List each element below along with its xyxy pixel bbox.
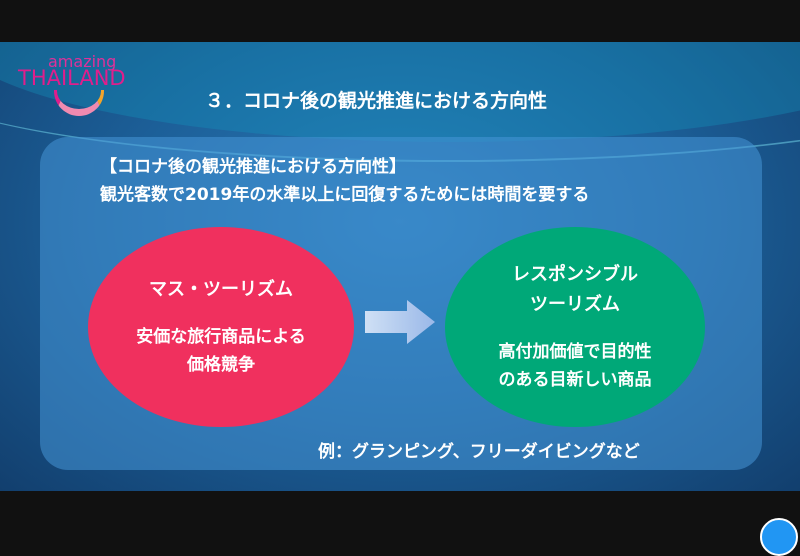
mass-tourism-circle: マス・ツーリズム 安価な旅行商品による 価格競争: [88, 227, 354, 427]
logo-amazing: amazing: [48, 52, 117, 71]
responsible-tourism-circle: レスポンシブル ツーリズム 高付加価値で目的性 のある目新しい商品: [445, 227, 705, 427]
section-heading: 【コロナ後の観光推進における方向性】: [100, 157, 406, 177]
presentation-slide: amazing THAILAND ３．コロナ後の観光推進における方向性 【コロナ…: [0, 42, 800, 491]
mass-tourism-text: 価格競争: [187, 355, 255, 375]
responsible-tourism-text: 高付加価値で目的性: [498, 342, 652, 362]
logo-smile-icon: [54, 90, 104, 116]
logo-thailand: THAILAND: [18, 66, 126, 90]
responsible-tourism-heading: レスポンシブル: [512, 264, 638, 285]
mass-tourism-heading: マス・ツーリズム: [149, 279, 293, 300]
example-text: 例：グランピング、フリーダイビングなど: [318, 442, 640, 462]
amazing-thailand-logo: amazing THAILAND: [18, 52, 138, 122]
slide-title: ３．コロナ後の観光推進における方向性: [205, 90, 548, 112]
section-subheading: 観光客数で2019年の水準以上に回復するためには時間を要する: [100, 185, 590, 205]
floating-action-button[interactable]: [760, 518, 798, 556]
mass-tourism-text: 安価な旅行商品による: [136, 327, 306, 347]
right-arrow-icon: [365, 300, 435, 344]
responsible-tourism-heading: ツーリズム: [530, 294, 620, 315]
responsible-tourism-text: のある目新しい商品: [498, 370, 652, 390]
